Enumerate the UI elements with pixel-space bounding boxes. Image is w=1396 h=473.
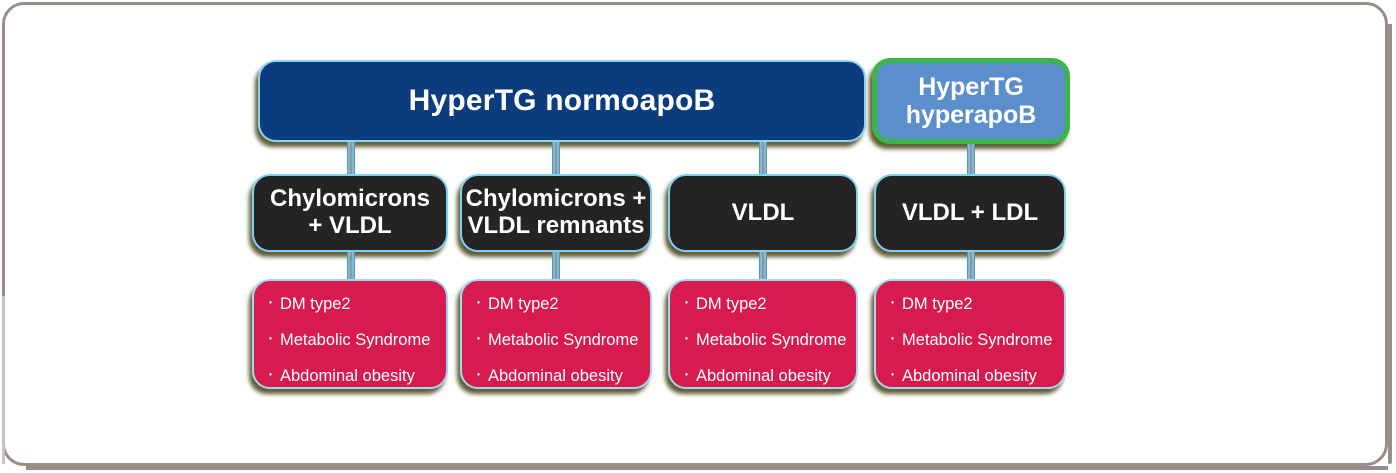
list-item: DM type2 xyxy=(266,291,436,314)
lipoprotein-3-line1: VLDL xyxy=(731,198,795,226)
header-hypertg-hyperapob-label: HyperTG hyperapoB xyxy=(877,73,1065,129)
connector-header-to-lipoprotein-4 xyxy=(967,144,975,174)
connector-lipoprotein-to-conditions-1 xyxy=(347,252,355,280)
header-hypertg-normoapob-label: HyperTG normoapoB xyxy=(408,84,716,118)
lipoprotein-box-chylomicrons-vldl[interactable]: Chylomicrons + VLDL xyxy=(252,174,448,252)
frame-shadow-right xyxy=(1388,24,1392,464)
conditions-list-1: DM type2 Metabolic Syndrome Abdominal ob… xyxy=(266,291,436,386)
conditions-box-3[interactable]: DM type2 Metabolic Syndrome Abdominal ob… xyxy=(668,279,858,389)
lipoprotein-label-3: VLDL xyxy=(670,198,856,227)
conditions-box-2[interactable]: DM type2 Metabolic Syndrome Abdominal ob… xyxy=(460,279,652,389)
conditions-list-2: DM type2 Metabolic Syndrome Abdominal ob… xyxy=(474,291,640,386)
header-hypertg-normoapob[interactable]: HyperTG normoapoB xyxy=(258,60,866,142)
connector-header-to-lipoprotein-3 xyxy=(759,142,767,174)
conditions-list-3: DM type2 Metabolic Syndrome Abdominal ob… xyxy=(682,291,846,386)
list-item: Metabolic Syndrome xyxy=(474,327,640,350)
lipoprotein-1-line1: Chylomicrons xyxy=(269,185,431,213)
lipoprotein-label-4: VLDL + LDL xyxy=(876,198,1064,227)
connector-lipoprotein-to-conditions-2 xyxy=(552,252,560,280)
connector-lipoprotein-to-conditions-3 xyxy=(759,252,767,280)
connector-lipoprotein-to-conditions-4 xyxy=(967,252,975,280)
conditions-list-4: DM type2 Metabolic Syndrome Abdominal ob… xyxy=(888,291,1054,386)
list-item: Metabolic Syndrome xyxy=(266,327,436,350)
list-item: Abdominal obesity xyxy=(888,363,1054,386)
list-item: Abdominal obesity xyxy=(474,363,640,386)
lipoprotein-box-chylomicrons-vldl-remnants[interactable]: Chylomicrons + VLDL remnants xyxy=(460,174,652,252)
lipoprotein-label-1: Chylomicrons + VLDL xyxy=(254,185,446,240)
list-item: DM type2 xyxy=(682,291,846,314)
header-hypertg-hyperapob[interactable]: HyperTG hyperapoB xyxy=(872,58,1070,144)
list-item: Abdominal obesity xyxy=(682,363,846,386)
frame-left-border-notch xyxy=(2,296,5,464)
list-item: DM type2 xyxy=(888,291,1054,314)
lipoprotein-label-2: Chylomicrons + VLDL remnants xyxy=(462,185,650,240)
list-item: Metabolic Syndrome xyxy=(682,327,846,350)
lipoprotein-1-line2: + VLDL xyxy=(308,212,392,239)
lipoprotein-2-line1: Chylomicrons + xyxy=(465,185,647,213)
lipoprotein-box-vldl-ldl[interactable]: VLDL + LDL xyxy=(874,174,1066,252)
header-hyperapob-line1: HyperTG xyxy=(918,73,1024,101)
connector-header-to-lipoprotein-1 xyxy=(347,142,355,174)
connector-header-to-lipoprotein-2 xyxy=(552,142,560,174)
list-item: DM type2 xyxy=(474,291,640,314)
frame-shadow-bottom xyxy=(26,466,1388,470)
header-hyperapob-line2: hyperapoB xyxy=(905,101,1037,129)
list-item: Metabolic Syndrome xyxy=(888,327,1054,350)
lipoprotein-4-line1: VLDL + LDL xyxy=(901,198,1039,226)
lipoprotein-2-line2: VLDL remnants xyxy=(467,212,645,239)
lipoprotein-box-vldl[interactable]: VLDL xyxy=(668,174,858,252)
conditions-box-1[interactable]: DM type2 Metabolic Syndrome Abdominal ob… xyxy=(252,279,448,389)
list-item: Abdominal obesity xyxy=(266,363,436,386)
conditions-box-4[interactable]: DM type2 Metabolic Syndrome Abdominal ob… xyxy=(874,279,1066,389)
